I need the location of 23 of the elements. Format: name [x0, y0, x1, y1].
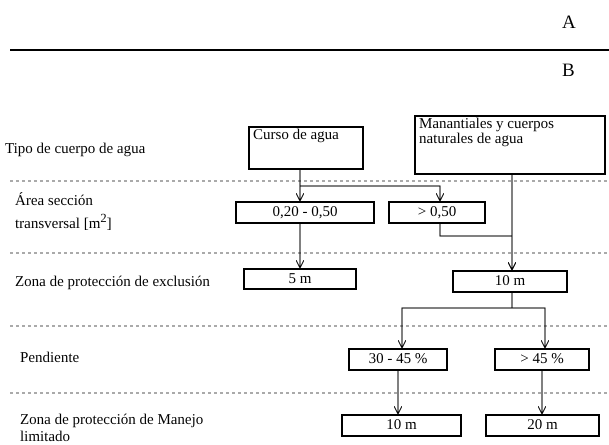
arrow	[440, 224, 516, 270]
process-box: 30 - 45 %	[348, 348, 448, 371]
process-box: Manantiales y cuerpos naturales de agua	[414, 115, 606, 175]
process-box: 10 m	[452, 270, 568, 293]
row-label: Pendiente	[20, 350, 80, 367]
row-label: Área sección transversal [m$^{2}$]	[15, 193, 113, 233]
row-label: Zona de protección de exclusión	[15, 274, 211, 291]
process-box: Curso de agua	[248, 126, 364, 170]
process-box: 5 m	[243, 268, 357, 290]
arrow	[300, 170, 444, 202]
process-box: 20 m	[485, 414, 600, 437]
panel-letter: A	[562, 14, 576, 31]
process-box: > 0,50	[388, 201, 486, 224]
process-box: > 45 %	[494, 348, 590, 371]
row-label: Tipo de cuerpo de agua	[5, 141, 146, 158]
arrow	[512, 292, 550, 348]
arrow	[296, 224, 304, 268]
panel-letter: B	[562, 62, 575, 79]
row-label: Zona de protección de Manejo limitado	[20, 412, 204, 445]
arrow	[394, 370, 402, 414]
process-box: 0,20 - 0,50	[235, 201, 375, 224]
process-box: 10 m	[341, 414, 462, 437]
arrow	[538, 370, 546, 414]
